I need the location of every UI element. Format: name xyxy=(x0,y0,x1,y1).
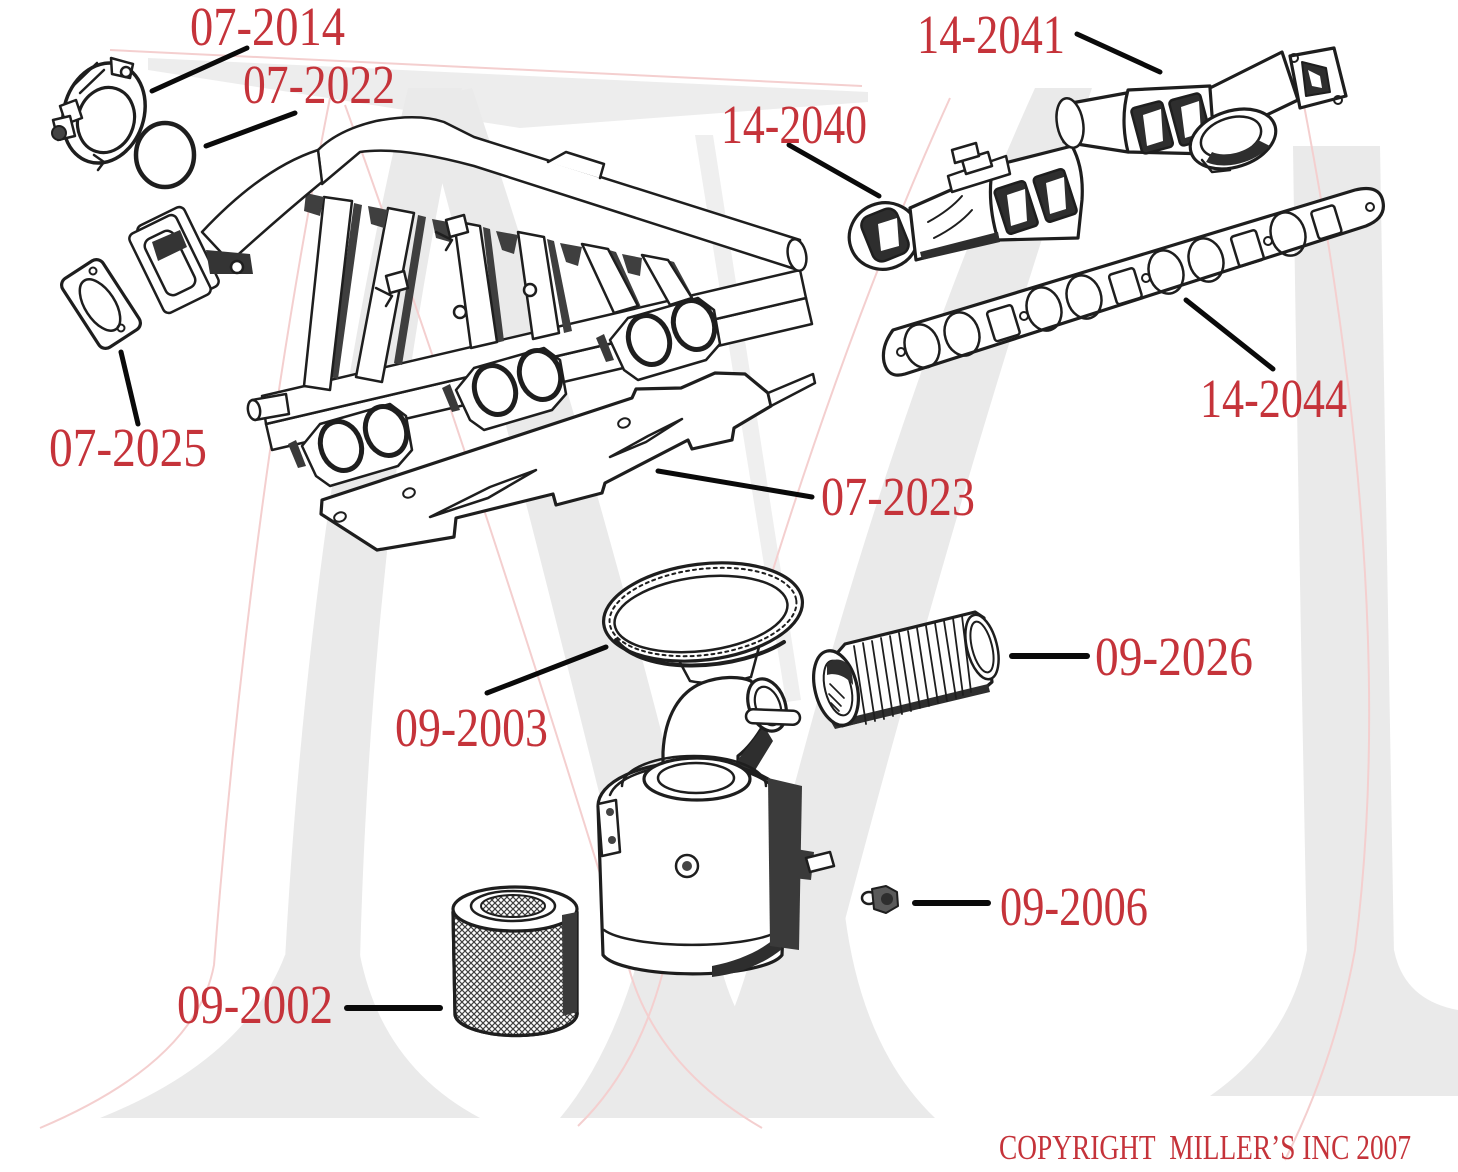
svg-text:09-2003: 09-2003 xyxy=(395,697,548,758)
svg-text:14-2044: 14-2044 xyxy=(1200,368,1347,429)
svg-text:09-2026: 09-2026 xyxy=(1095,626,1253,687)
svg-text:COPYRIGHT MILLER’S INC 2007: COPYRIGHT MILLER’S INC 2007 xyxy=(999,1128,1411,1167)
svg-text:07-2014: 07-2014 xyxy=(190,0,345,57)
svg-text:09-2006: 09-2006 xyxy=(1000,876,1148,937)
svg-text:14-2041: 14-2041 xyxy=(917,4,1065,65)
svg-text:07-2025: 07-2025 xyxy=(49,417,207,478)
svg-text:07-2022: 07-2022 xyxy=(243,54,395,115)
svg-text:07-2023: 07-2023 xyxy=(821,466,975,527)
svg-text:09-2002: 09-2002 xyxy=(177,974,333,1035)
svg-text:14-2040: 14-2040 xyxy=(721,94,867,155)
